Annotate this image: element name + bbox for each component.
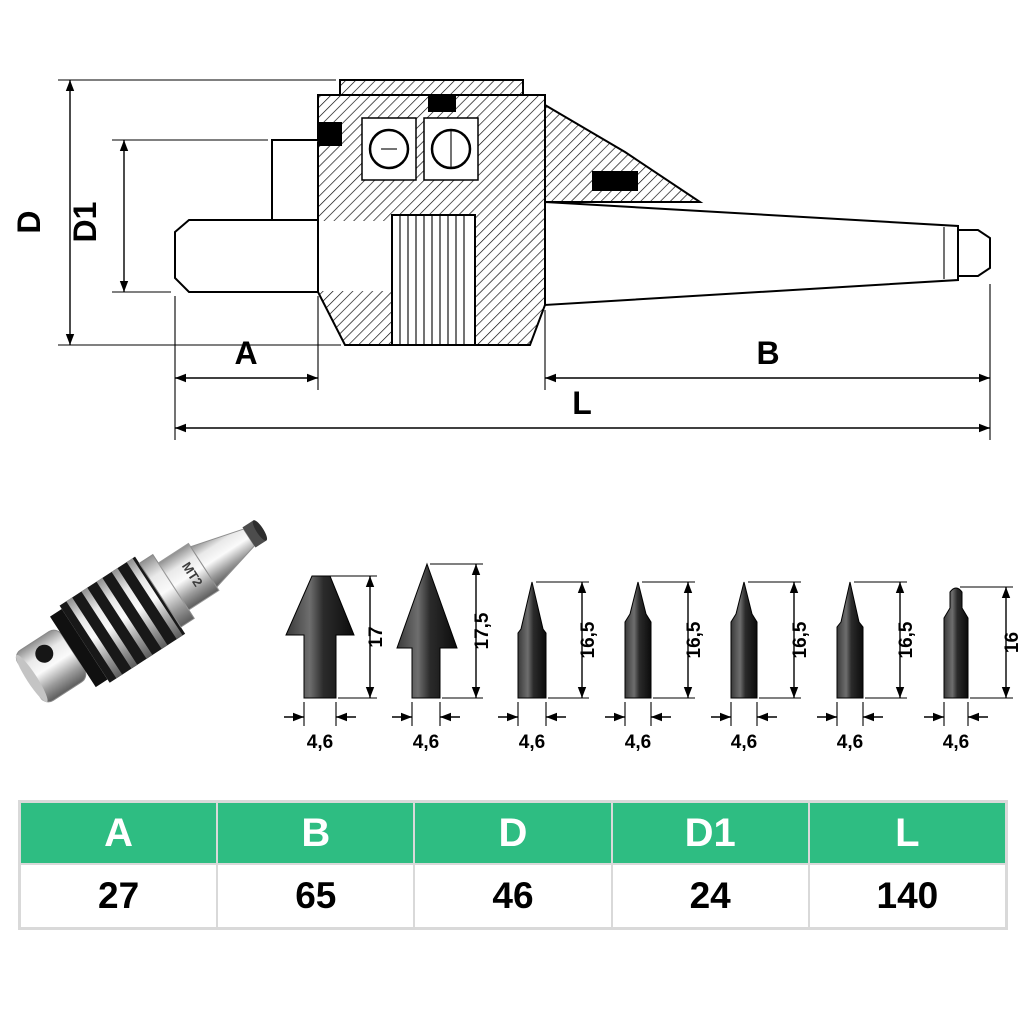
tip-width-label: 4,6 [307, 732, 333, 753]
tip-figure-5: 16,5 4,6 [711, 581, 810, 753]
spec-value-d: 46 [414, 864, 612, 928]
tip-figure-1: 17 4,6 [284, 575, 386, 753]
live-center-photo: MT2 [15, 520, 268, 703]
tip-width-label: 4,6 [943, 732, 969, 753]
dimension-d1: D1 [67, 139, 268, 293]
dimension-l-label: L [572, 385, 592, 421]
tang-cap [242, 520, 267, 548]
top-seal [428, 95, 456, 112]
tip-height-label: 17,5 [472, 612, 492, 649]
spec-value-b: 65 [217, 864, 415, 928]
dimension-a: A [174, 296, 319, 390]
dimension-d1-label: D1 [67, 202, 103, 243]
spec-value-d1: 24 [611, 864, 809, 928]
tip-figure-2: 17,5 4,6 [392, 562, 492, 753]
roller-bearing [423, 117, 479, 181]
ring [96, 577, 153, 659]
taper-shank [544, 200, 959, 307]
tip-height-label: 16,5 [790, 621, 810, 658]
rear-seal [592, 171, 638, 191]
tip-shape [396, 562, 458, 699]
ring [81, 587, 138, 669]
tips-row: 17 4,6 17,5 4,6 16,5 4,6 [280, 538, 1022, 760]
dimension-d: D [11, 79, 341, 346]
tip-figure-4: 16,5 4,6 [605, 581, 704, 753]
spec-value-a: 27 [20, 864, 218, 928]
tip-figure-3: 16,5 4,6 [498, 581, 598, 753]
product-photo: MT2 [15, 520, 268, 703]
tip-shape [285, 575, 355, 699]
tip-width-label: 4,6 [731, 732, 757, 753]
spec-header-d1: D1 [611, 802, 809, 864]
ring [126, 558, 183, 640]
tip-width-label: 4,6 [625, 732, 651, 753]
shank-tang [957, 229, 991, 277]
dimension-b: B [544, 284, 991, 390]
tip-height-label: 16,5 [684, 621, 704, 658]
bore [318, 221, 392, 291]
ring [111, 568, 168, 650]
tip-shape [943, 587, 969, 699]
spec-value-l: 140 [808, 864, 1006, 928]
dimension-l: L [174, 385, 991, 440]
side-hole [35, 644, 54, 663]
spec-table-values-row: 27 65 46 24 140 [20, 864, 1006, 928]
spec-table: A B D D1 L 27 65 46 24 140 [18, 800, 1008, 930]
rear-cone-section [544, 103, 704, 203]
tip-height-label: 16,5 [896, 621, 916, 658]
housing-top-cap [339, 79, 524, 96]
tip-figure-6: 16,5 4,6 [817, 581, 916, 753]
quill [174, 219, 319, 293]
spec-header-b: B [217, 802, 415, 864]
tip-height-label: 16 [1002, 632, 1022, 653]
spec-header-l: L [808, 802, 1006, 864]
dimension-d-label: D [11, 210, 47, 233]
ring [66, 597, 123, 679]
tip-shape [517, 581, 547, 699]
tip-figure-7: 16 4,6 [924, 586, 1022, 753]
dimension-b-label: B [756, 335, 779, 371]
dimension-a-label: A [234, 335, 257, 371]
spec-table-header-row: A B D D1 L [20, 802, 1006, 864]
tip-width-label: 4,6 [413, 732, 439, 753]
tip-width-label: 4,6 [519, 732, 545, 753]
ball-bearing [361, 117, 417, 181]
tip-height-label: 17 [366, 626, 386, 647]
rubber-collar [49, 608, 108, 688]
tip-shape [624, 581, 652, 699]
ribbed-section [391, 214, 476, 346]
live-center-cross-section [174, 79, 991, 346]
technical-drawing: D D1 A B L [11, 79, 991, 440]
tip-height-label: 16,5 [578, 621, 598, 658]
spec-header-a: A [20, 802, 218, 864]
tang-end [252, 520, 268, 541]
front-seal [318, 122, 342, 146]
nose-end [15, 654, 48, 703]
front-step [271, 139, 318, 220]
tip-width-label: 4,6 [837, 732, 863, 753]
spec-header-d: D [414, 802, 612, 864]
tip-shape [836, 581, 864, 699]
tip-shape [730, 581, 758, 699]
